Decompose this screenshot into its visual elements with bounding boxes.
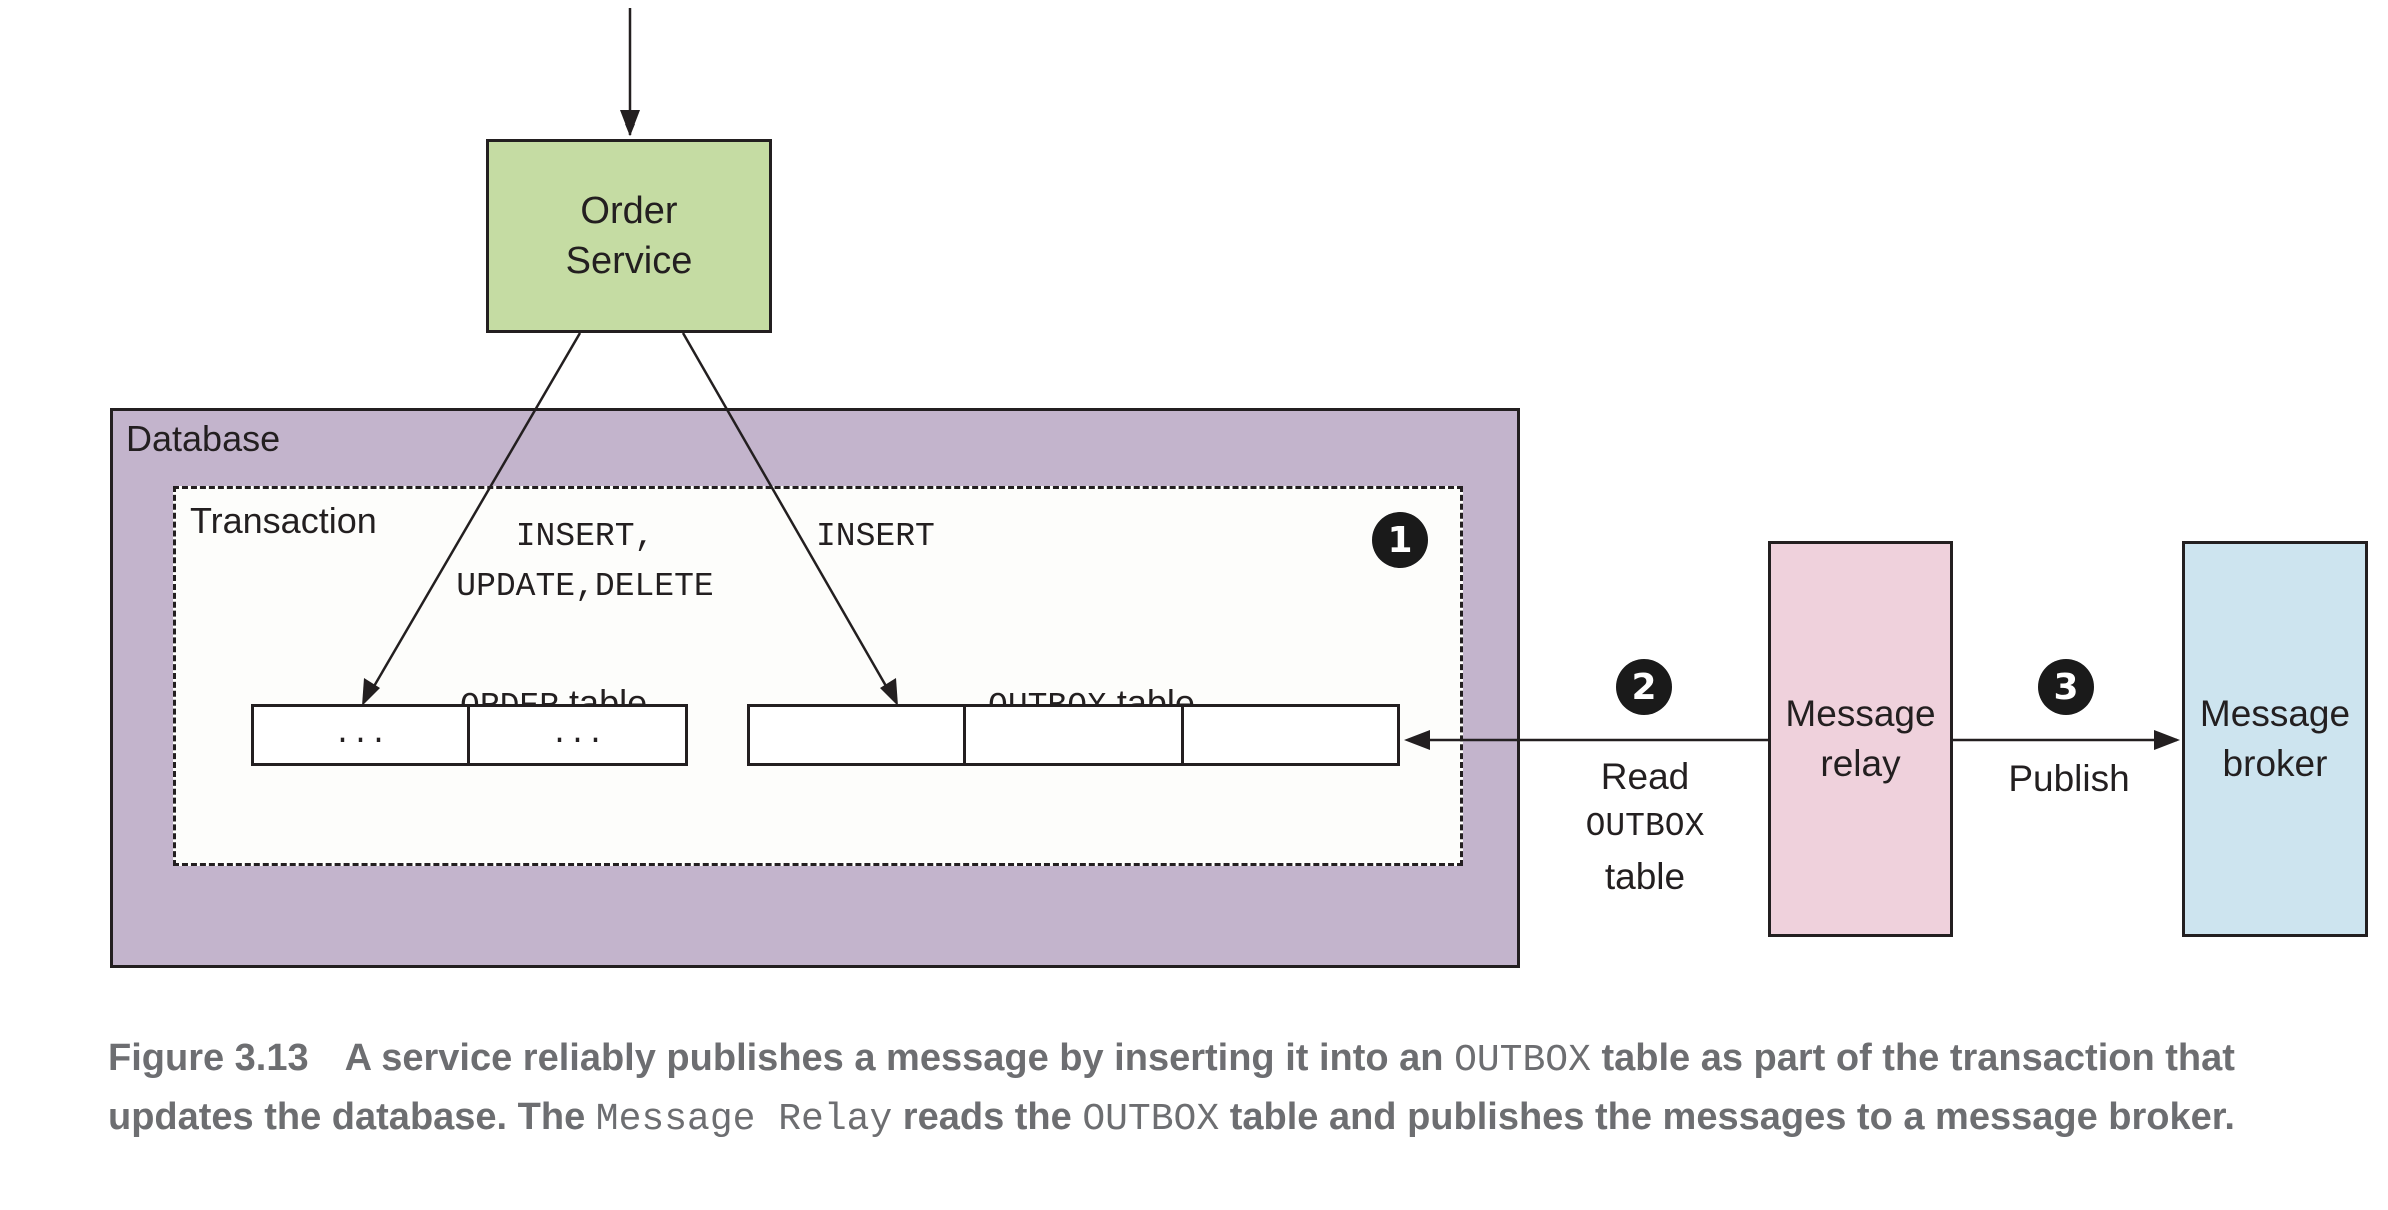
read-outbox-label: Read OUTBOX table	[1540, 752, 1750, 902]
arrow-to-outbox-table	[681, 332, 896, 701]
caption-figure-number: Figure 3.13	[108, 1037, 309, 1079]
order-table-cell: ...	[251, 704, 470, 766]
caption-text-1: A service reliably publishes a message b…	[344, 1037, 1455, 1079]
insert-update-delete-line2: UPDATE,DELETE	[456, 568, 714, 605]
database-label: Database	[126, 418, 281, 459]
order-service-box: Order Service	[486, 139, 772, 333]
read-label-line1: Read	[1600, 756, 1690, 797]
insert-update-delete-line1: INSERT,	[515, 518, 655, 555]
outbox-table-cell	[963, 704, 1184, 766]
caption-mono-3: OUTBOX	[1082, 1098, 1220, 1141]
connectors	[362, 8, 2180, 750]
read-arrowhead	[1404, 730, 1430, 750]
caption-mono-1: OUTBOX	[1454, 1039, 1591, 1082]
message-broker-box: Message broker	[2182, 541, 2368, 937]
message-relay-line2: relay	[1820, 743, 1901, 784]
arrow-to-order-table	[364, 332, 582, 701]
message-relay-box: Message relay	[1768, 541, 1953, 937]
message-broker-line1: Message	[2199, 693, 2351, 734]
caption-text-4: table and publishes the messages to a me…	[1219, 1096, 2235, 1138]
insert-update-delete-label: INSERT, UPDATE,DELETE	[420, 512, 750, 612]
outbox-table-arrowhead	[880, 678, 898, 706]
step-2-badge: 2	[1616, 659, 1672, 715]
order-table-arrowhead	[362, 678, 380, 706]
order-table-cell: ...	[467, 704, 688, 766]
message-relay-line1: Message	[1785, 693, 1936, 734]
step-1-badge: 1	[1372, 512, 1428, 568]
figure-caption: Figure 3.13 A service reliably publishes …	[108, 1030, 2368, 1148]
incoming-arrowhead	[620, 110, 640, 136]
caption-mono-2: Message Relay	[595, 1098, 893, 1141]
insert-label: INSERT	[812, 512, 939, 562]
order-service-line1: Order	[580, 190, 678, 232]
outbox-table-cell	[747, 704, 966, 766]
caption-text-2: table as part of the transaction that up…	[108, 1037, 2235, 1138]
transaction-label: Transaction	[190, 500, 377, 541]
publish-label: Publish	[2008, 758, 2130, 799]
read-label-line2: OUTBOX	[1585, 808, 1705, 845]
step-3-badge: 3	[2038, 659, 2094, 715]
publish-arrowhead	[2154, 730, 2180, 750]
caption-text-3: reads the	[892, 1096, 1083, 1138]
outbox-table-cell	[1181, 704, 1400, 766]
read-label-line3: table	[1604, 856, 1686, 897]
message-broker-line2: broker	[2222, 743, 2328, 784]
order-service-line2: Service	[565, 240, 693, 282]
